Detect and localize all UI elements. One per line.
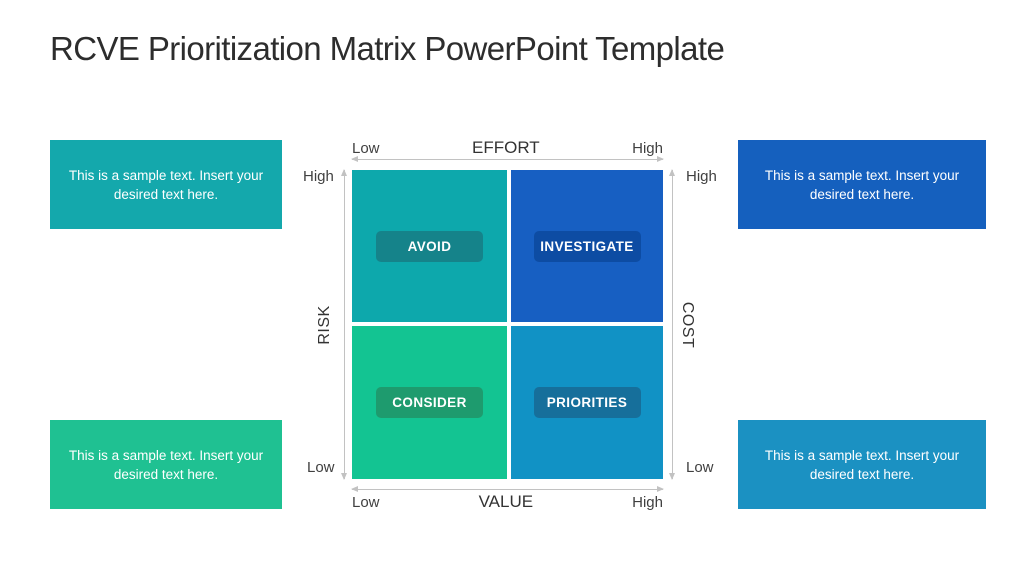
effort-axis-labels: Low EFFORT High	[352, 138, 663, 158]
value-high-label: High	[632, 494, 663, 511]
callout-bottom-right: This is a sample text. Insert your desir…	[738, 420, 986, 509]
callout-text: This is a sample text. Insert your desir…	[68, 447, 264, 482]
prioritization-matrix: AVOID INVESTIGATE CONSIDER PRIORITIES	[352, 170, 663, 479]
quadrant-label-investigate: INVESTIGATE	[533, 230, 641, 262]
callout-text: This is a sample text. Insert your desir…	[764, 167, 960, 202]
cost-axis-title: COST	[679, 301, 696, 349]
risk-high-label: High	[303, 168, 334, 185]
risk-axis-title: RISK	[316, 305, 333, 345]
risk-axis-arrow	[341, 169, 347, 480]
callout-text: This is a sample text. Insert your desir…	[68, 167, 264, 202]
effort-axis-arrow	[351, 156, 664, 162]
callout-text: This is a sample text. Insert your desir…	[764, 447, 960, 482]
value-axis-labels: Low VALUE High	[352, 492, 663, 512]
quadrant-investigate: INVESTIGATE	[511, 170, 663, 322]
value-axis-arrow	[351, 486, 664, 492]
value-axis-title: VALUE	[478, 492, 534, 511]
quadrant-priorities: PRIORITIES	[511, 326, 663, 479]
effort-axis-title: EFFORT	[471, 138, 540, 157]
cost-axis-arrow	[669, 169, 675, 480]
slide-title: RCVE Prioritization Matrix PowerPoint Te…	[50, 30, 725, 67]
quadrant-label-consider: CONSIDER	[376, 387, 483, 418]
cost-high-label: High	[686, 168, 717, 185]
callout-top-left: This is a sample text. Insert your desir…	[50, 140, 282, 229]
quadrant-avoid: AVOID	[352, 170, 507, 322]
effort-low-label: Low	[352, 140, 380, 157]
quadrant-consider: CONSIDER	[352, 326, 507, 479]
callout-bottom-left: This is a sample text. Insert your desir…	[50, 420, 282, 509]
quadrant-label-avoid: AVOID	[376, 230, 483, 262]
callout-top-right: This is a sample text. Insert your desir…	[738, 140, 986, 229]
effort-high-label: High	[632, 140, 663, 157]
quadrant-label-priorities: PRIORITIES	[533, 387, 641, 418]
cost-low-label: Low	[686, 459, 714, 476]
risk-low-label: Low	[307, 459, 335, 476]
value-low-label: Low	[352, 494, 380, 511]
